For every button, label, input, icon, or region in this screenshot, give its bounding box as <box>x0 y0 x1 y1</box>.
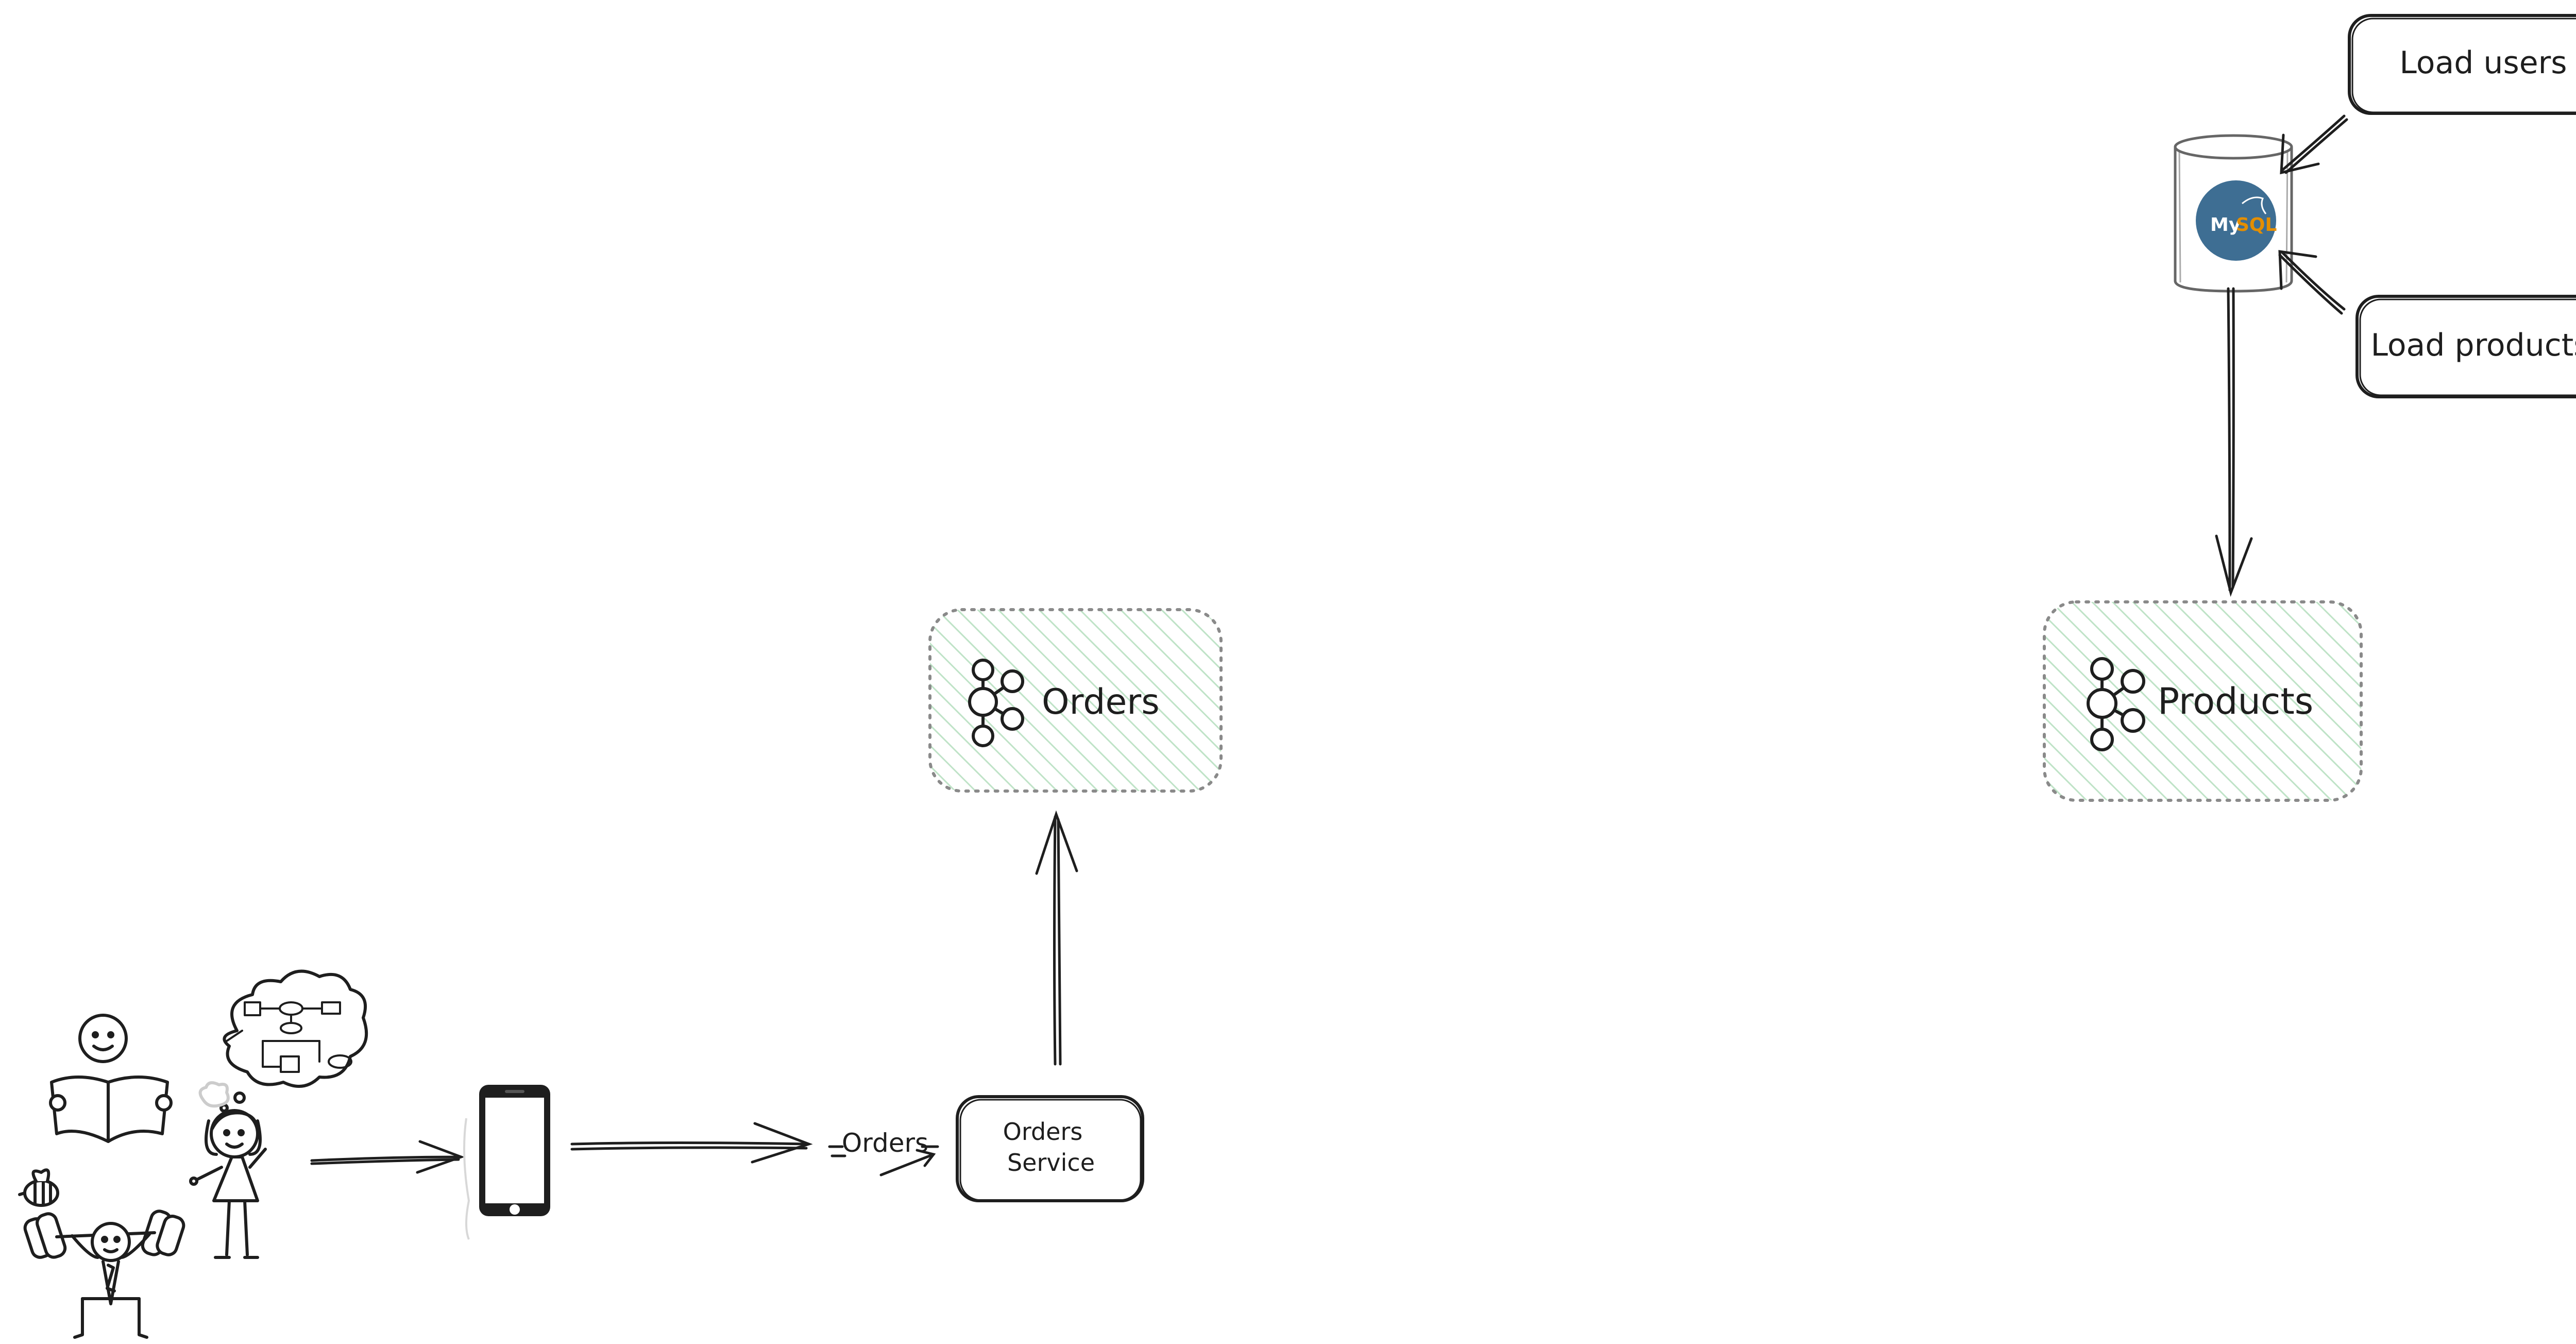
smartphone-icon <box>463 1085 550 1240</box>
load-products-label: Load products <box>2370 327 2576 363</box>
orders-arrow-label: Orders <box>842 1128 928 1158</box>
load-users-label: Load users <box>2399 45 2567 81</box>
girl-figure <box>189 1109 267 1259</box>
svg-text:My: My <box>2210 214 2241 236</box>
arrow-phone-to-service <box>570 1122 939 1177</box>
load-users-box[interactable]: Load users <box>2348 14 2576 115</box>
orders-service-label-line1: Orders <box>1003 1118 1083 1146</box>
arrow-load-users-to-db <box>2280 114 2348 175</box>
products-topic-label: Products <box>2158 680 2313 723</box>
kafka-icon <box>968 659 1024 747</box>
orders-service-box[interactable]: Orders Service <box>956 1095 1144 1202</box>
mysql-logo: My SQL <box>2196 180 2277 261</box>
kafka-icon <box>2087 657 2145 751</box>
weightlifter-figure <box>23 1209 185 1339</box>
arrow-load-products-to-db <box>2278 250 2346 315</box>
orders-topic-label: Orders <box>1042 682 1160 723</box>
bee-icon <box>18 1168 59 1207</box>
products-topic[interactable]: Products <box>2043 600 2363 802</box>
orders-topic[interactable]: Orders <box>928 608 1223 793</box>
orders-service-label-line2: Service <box>1007 1149 1095 1177</box>
arrow-db-to-products <box>2215 287 2253 597</box>
svg-text:SQL: SQL <box>2236 214 2277 236</box>
reader-figure <box>49 1014 173 1143</box>
arrow-users-to-phone <box>310 1140 465 1174</box>
load-products-box[interactable]: Load products <box>2355 295 2576 398</box>
thought-bubble <box>198 969 368 1113</box>
arrow-service-to-orders-topic <box>1035 810 1078 1066</box>
database-icon[interactable]: My SQL <box>2174 134 2293 293</box>
users-illustration <box>18 969 368 1339</box>
